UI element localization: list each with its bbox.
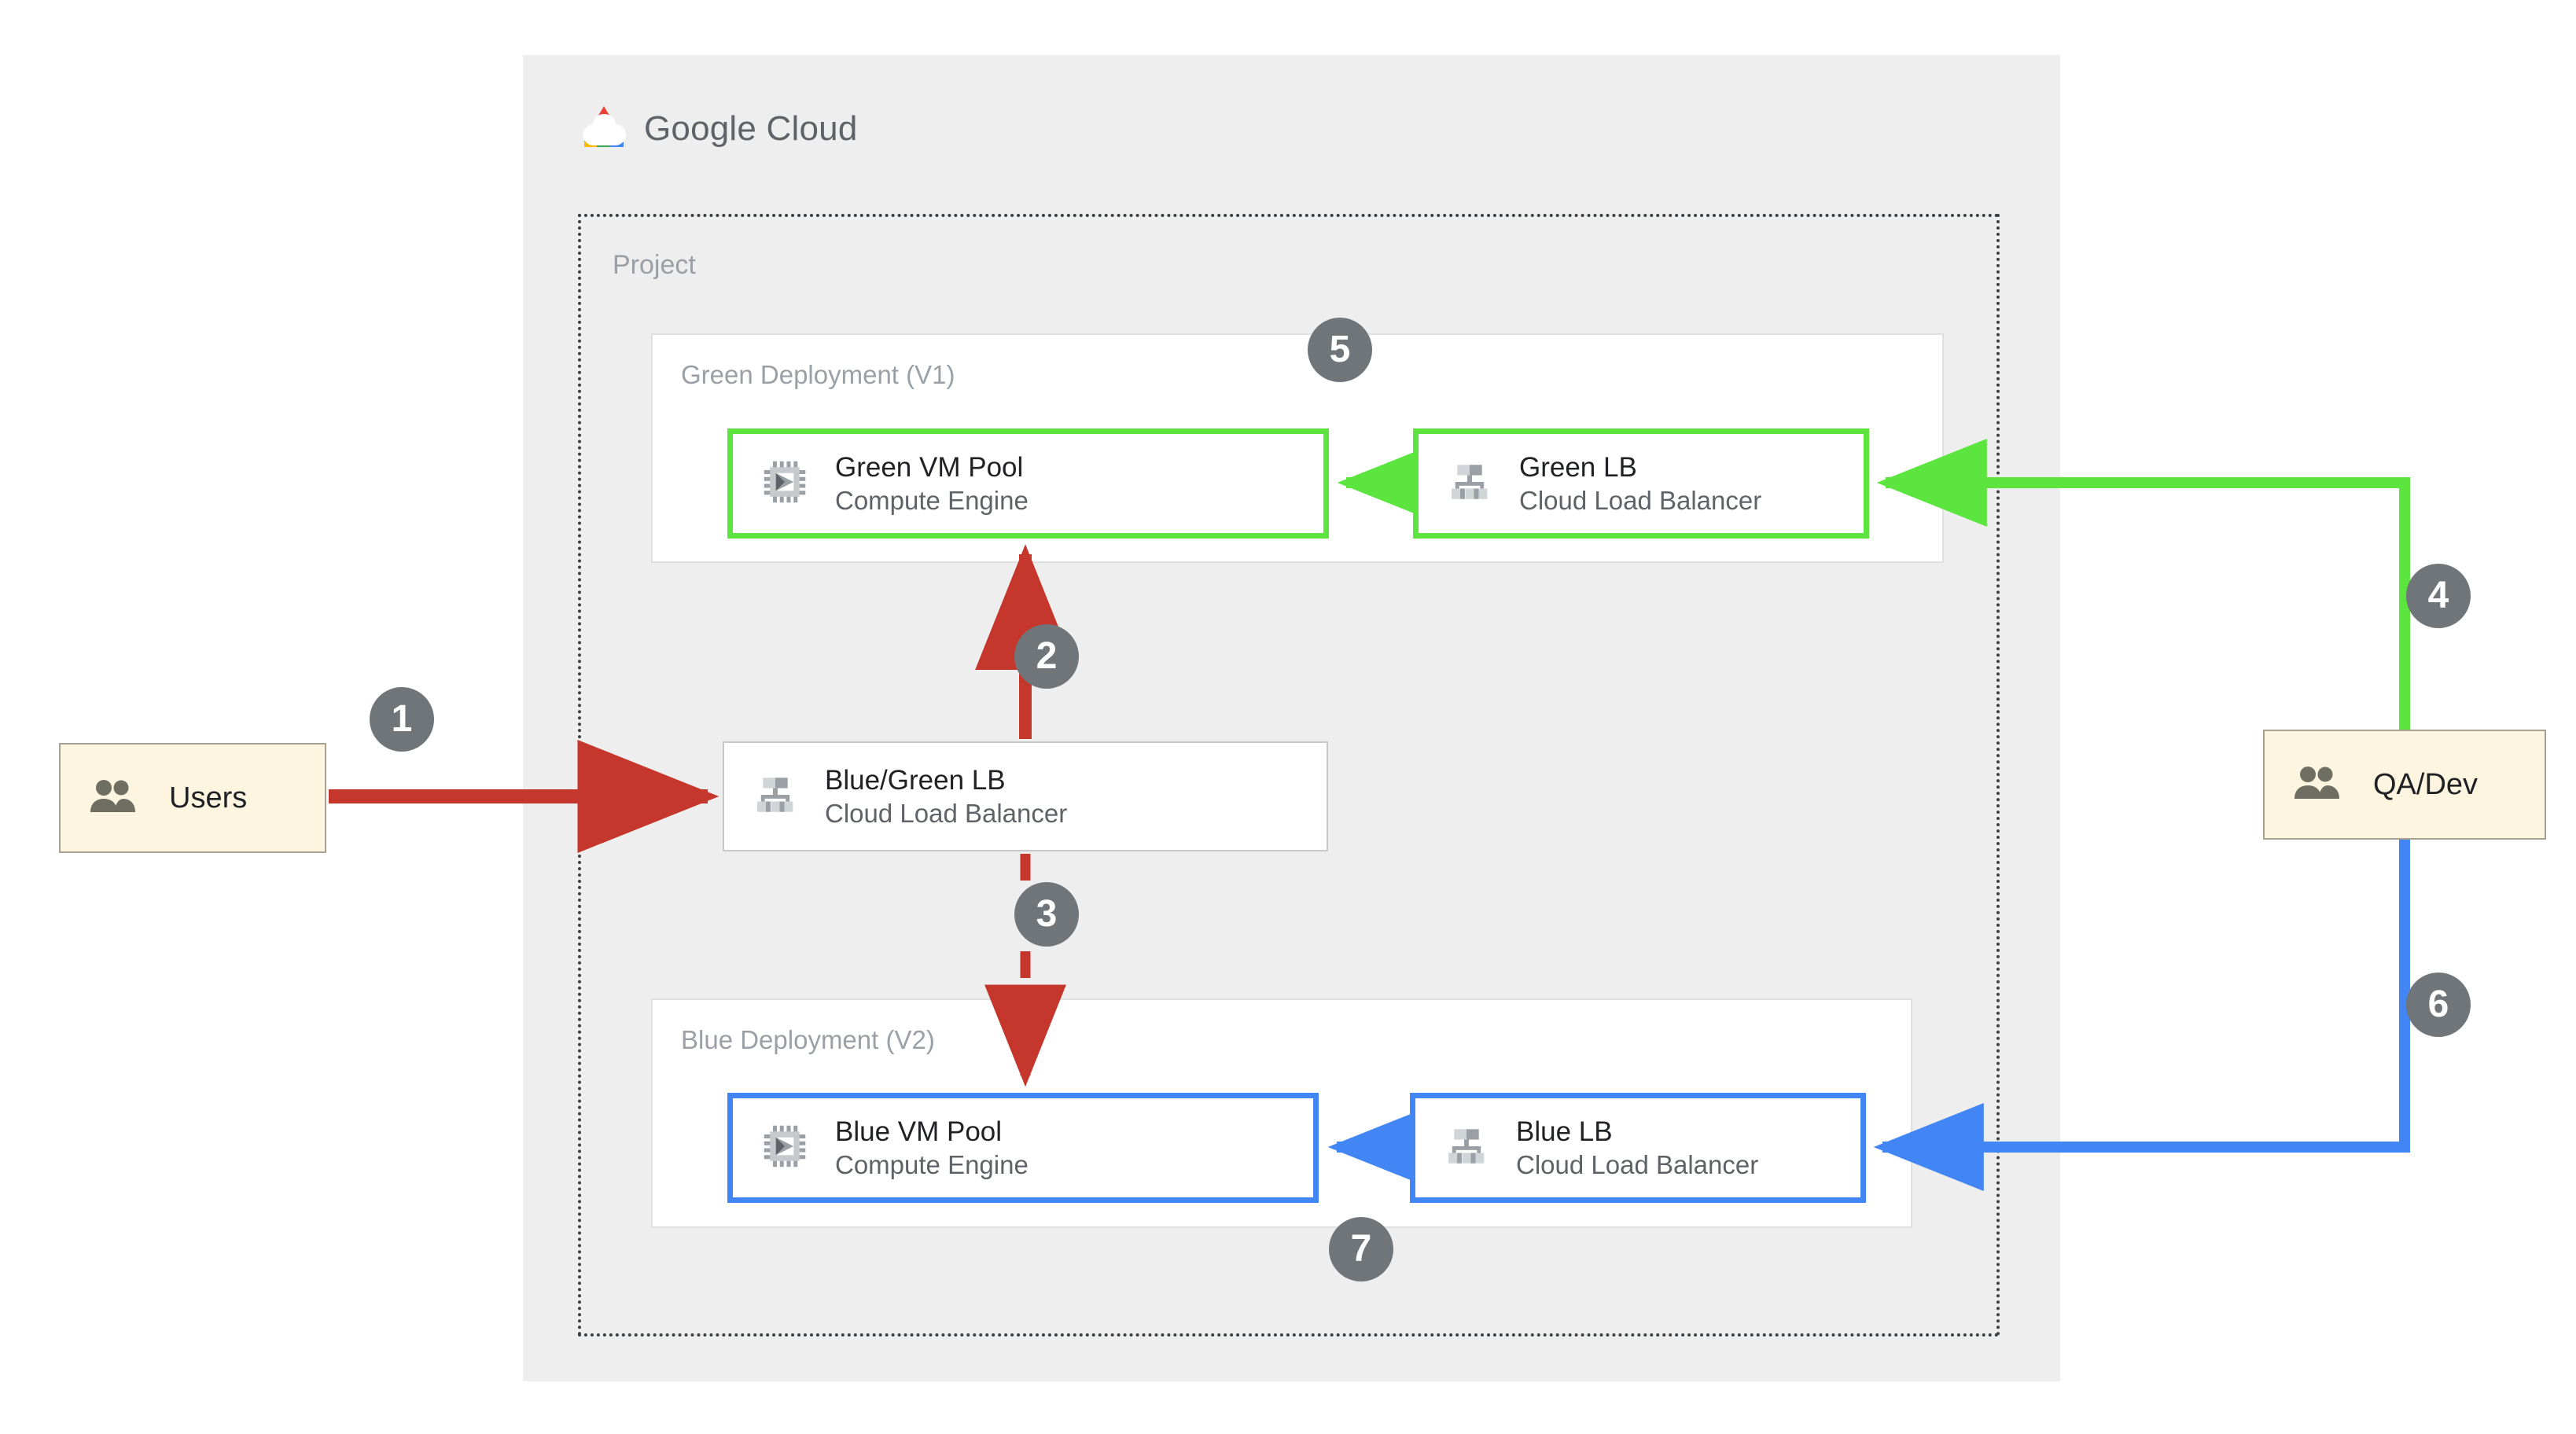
node-blue-green-lb[interactable]: Blue/Green LB Cloud Load Balancer [723, 741, 1328, 851]
step-badge-1: 1 [370, 687, 434, 752]
node-title: Blue VM Pool [835, 1116, 1003, 1147]
node-subtitle: Compute Engine [835, 486, 1029, 516]
node-labels: Blue LB Cloud Load Balancer [1516, 1115, 1758, 1182]
node-labels: Green VM Pool Compute Engine [835, 450, 1029, 517]
blue-deployment-label: Blue Deployment (V2) [681, 1025, 935, 1054]
step-badge-3: 3 [1014, 882, 1079, 947]
compute-engine-icon [761, 458, 808, 509]
brand-word-google: Google [644, 108, 757, 148]
wire-qadev-to-blue-lb [1873, 840, 2410, 1191]
node-title: Blue/Green LB [825, 764, 1006, 796]
brand-word-cloud: Cloud [766, 108, 858, 148]
brand-text: Google Cloud [644, 109, 858, 149]
google-cloud-brand: Google Cloud [578, 105, 858, 153]
people-icon [89, 779, 138, 818]
node-green-vm-pool[interactable]: Green VM Pool Compute Engine [727, 428, 1329, 539]
node-title: Blue LB [1516, 1116, 1613, 1147]
people-icon [2293, 766, 2342, 804]
actor-qa-dev[interactable]: QA/Dev [2263, 730, 2546, 840]
node-title: Green VM Pool [835, 451, 1024, 483]
cloud-load-balancer-icon [753, 772, 798, 822]
node-blue-lb[interactable]: Blue LB Cloud Load Balancer [1410, 1093, 1866, 1203]
project-label: Project [613, 250, 696, 280]
actor-title: Users [169, 781, 248, 814]
node-title: Green LB [1519, 451, 1637, 483]
node-blue-vm-pool[interactable]: Blue VM Pool Compute Engine [727, 1093, 1319, 1203]
cloud-load-balancer-icon [1444, 1123, 1489, 1173]
node-subtitle: Cloud Load Balancer [1519, 486, 1762, 516]
node-subtitle: Cloud Load Balancer [1516, 1150, 1759, 1180]
step-badge-7: 7 [1329, 1217, 1393, 1281]
actor-users[interactable]: Users [59, 743, 326, 853]
node-subtitle: Cloud Load Balancer [825, 799, 1068, 829]
node-labels: Green LB Cloud Load Balancer [1519, 450, 1761, 517]
node-labels: Blue/Green LB Cloud Load Balancer [825, 763, 1067, 830]
cloud-load-balancer-icon [1447, 459, 1492, 509]
step-badge-4: 4 [2406, 564, 2471, 628]
actor-title: QA/Dev [2373, 767, 2478, 801]
step-badge-6: 6 [2406, 973, 2471, 1037]
google-cloud-logo-icon [578, 105, 630, 153]
compute-engine-icon [761, 1123, 808, 1174]
green-deployment-label: Green Deployment (V1) [681, 360, 955, 389]
node-subtitle: Compute Engine [835, 1150, 1029, 1180]
node-labels: Blue VM Pool Compute Engine [835, 1115, 1029, 1182]
step-badge-5: 5 [1308, 318, 1372, 382]
step-badge-2: 2 [1014, 624, 1079, 689]
wire-qadev-to-green-lb [1876, 439, 2410, 730]
node-green-lb[interactable]: Green LB Cloud Load Balancer [1413, 428, 1869, 539]
